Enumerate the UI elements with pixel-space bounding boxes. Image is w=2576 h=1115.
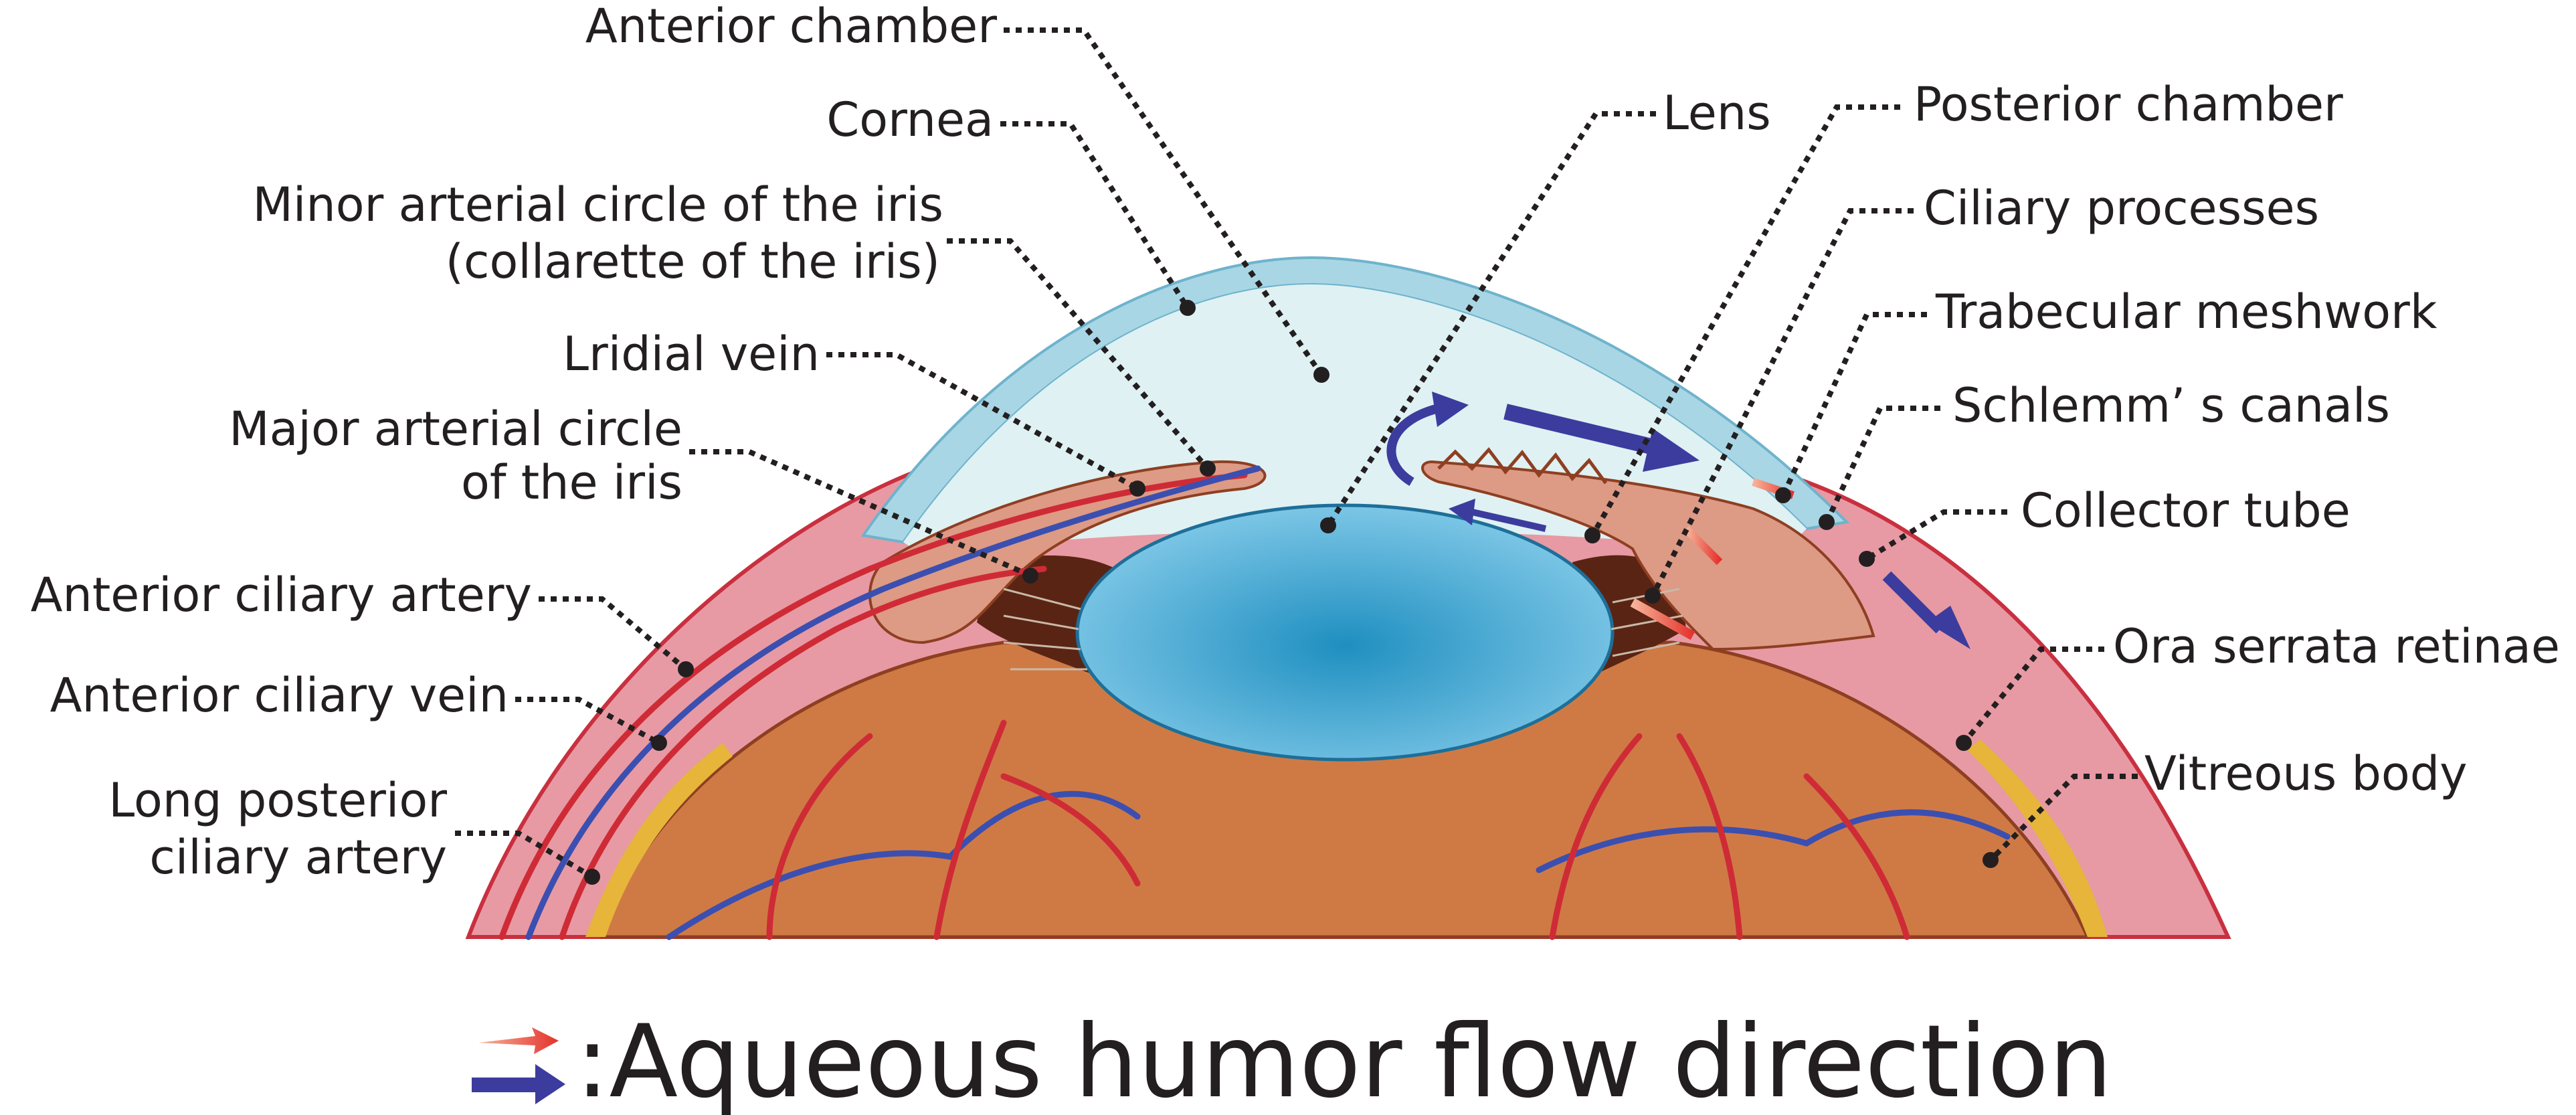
leader-cornea	[1000, 121, 1190, 310]
leader-iridial-vein	[826, 352, 1139, 491]
flow-arrow-blue-outflow-head	[1927, 606, 1970, 649]
leader-trabecular-meshwork	[1780, 312, 1927, 497]
label-iridial-vein: Lridial vein	[563, 327, 820, 381]
choroid-vessel-right-red-3	[1803, 773, 1910, 940]
leader-major-circle-end	[1022, 568, 1038, 584]
leader-vitreous-body	[1989, 774, 2138, 862]
zonule-fibers-left	[1003, 588, 1087, 671]
leader-long-posterior-end	[584, 869, 600, 885]
ciliary-process-teeth	[1437, 447, 1608, 485]
label-vitreous-body: Vitreous body	[2144, 746, 2468, 801]
leader-ora-serrata-end	[1956, 735, 1972, 751]
leader-anterior-ciliary-artery-end	[678, 661, 694, 677]
flow-arrow-blue-top	[1503, 404, 1661, 456]
anterior-ciliary-vein-vessel	[525, 465, 1261, 940]
leader-ora-serrata	[1961, 647, 2104, 745]
leader-minor-circle-end	[1200, 460, 1216, 477]
label-trabecular-meshwork: Trabecular meshwork	[1935, 284, 2437, 339]
label-minor-circle-line2: (collarette of the iris)	[446, 234, 940, 289]
ora-serrata-right-band	[1967, 740, 2108, 937]
anterior-ciliary-artery-vessel	[498, 472, 1248, 940]
leader-anterior-ciliary-vein-end	[651, 735, 667, 751]
choroid-vessel-right-blue	[1536, 809, 2011, 873]
flow-arrow-blue-top-head	[1643, 428, 1699, 472]
legend-red-arrow-icon	[478, 1027, 559, 1054]
label-cornea: Cornea	[826, 92, 994, 147]
flow-arrow-red-1	[1630, 598, 1695, 640]
flow-arrow-blue-curve-head	[1432, 392, 1469, 427]
leader-lines	[455, 27, 2138, 885]
choroid-vessel-left-red-2	[933, 719, 1007, 940]
leader-vitreous-body-end	[1983, 852, 1999, 868]
leader-anterior-chamber	[1004, 27, 1324, 377]
leader-schlemms-canals	[1824, 406, 1940, 523]
choroid-vessel-left-red-1	[766, 733, 873, 940]
leader-posterior-chamber	[1590, 104, 1900, 537]
choroid-vessel-left-red-3	[1000, 773, 1141, 887]
choroid-vessel-left-blue	[666, 790, 1141, 940]
leader-anterior-ciliary-vein	[515, 697, 660, 746]
leader-anterior-ciliary-artery	[539, 596, 688, 672]
flow-arrow-red-2	[1683, 525, 1723, 566]
labels: Anterior chamber Cornea Minor arterial c…	[31, 0, 2560, 885]
label-posterior-chamber: Posterior chamber	[1914, 77, 2343, 132]
label-anterior-ciliary-artery: Anterior ciliary artery	[31, 568, 532, 622]
long-posterior-ciliary-artery-vessel	[559, 566, 1047, 940]
legend-blue-arrow-icon	[472, 1064, 565, 1104]
leader-posterior-chamber-end	[1584, 527, 1600, 543]
lens-shape	[1075, 503, 1615, 762]
ora-serrata-left-band	[585, 743, 733, 937]
label-long-posterior-line1: Long posterior	[108, 773, 447, 828]
eye-cross-section	[465, 256, 2231, 940]
leader-major-circle	[689, 449, 1032, 578]
label-minor-circle-line1: Minor arterial circle of the iris	[253, 177, 944, 232]
leader-ciliary-processes-end	[1645, 588, 1661, 604]
label-long-posterior-line2: ciliary artery	[149, 830, 447, 885]
leader-ciliary-processes	[1650, 208, 1914, 597]
leader-lens-end	[1320, 517, 1336, 533]
label-ciliary-processes: Ciliary processes	[1924, 181, 2319, 236]
label-schlemms-canals: Schlemm’ s canals	[1952, 378, 2390, 433]
leader-anterior-chamber-end	[1313, 367, 1329, 383]
label-ora-serrata: Ora serrata retinae	[2113, 619, 2560, 674]
iris-left	[868, 460, 1267, 645]
label-major-circle-line1: Major arterial circle	[229, 402, 682, 456]
choroid-vessel-right-red-2	[1676, 733, 1743, 940]
flow-arrow-blue-mid-head	[1449, 499, 1475, 525]
leader-collector-tube-end	[1859, 551, 1875, 567]
legend: :Aqueous humor flow direction	[472, 1004, 2112, 1115]
iris-right	[1421, 460, 1875, 651]
leader-long-posterior	[455, 831, 594, 879]
leader-trabecular-meshwork-end	[1775, 487, 1791, 503]
vitreous-body-shape	[600, 640, 2090, 939]
flow-arrow-blue-mid	[1471, 509, 1547, 532]
label-collector-tube: Collector tube	[2021, 483, 2351, 538]
legend-text: :Aqueous humor flow direction	[575, 1004, 2112, 1115]
leader-collector-tube	[1865, 509, 2007, 562]
flow-arrow-blue-curve	[1386, 404, 1440, 486]
leader-cornea-end	[1180, 300, 1196, 316]
leader-minor-circle	[947, 238, 1210, 470]
label-anterior-chamber: Anterior chamber	[585, 0, 997, 54]
choroid-vessel-right-red-1	[1549, 733, 1643, 940]
leader-iridial-vein-end	[1129, 481, 1145, 497]
label-anterior-ciliary-vein: Anterior ciliary vein	[50, 668, 509, 723]
label-major-circle-line2: of the iris	[461, 455, 682, 510]
leader-lens	[1325, 111, 1656, 527]
leader-schlemms-canals-end	[1819, 514, 1835, 530]
label-lens: Lens	[1663, 86, 1771, 141]
